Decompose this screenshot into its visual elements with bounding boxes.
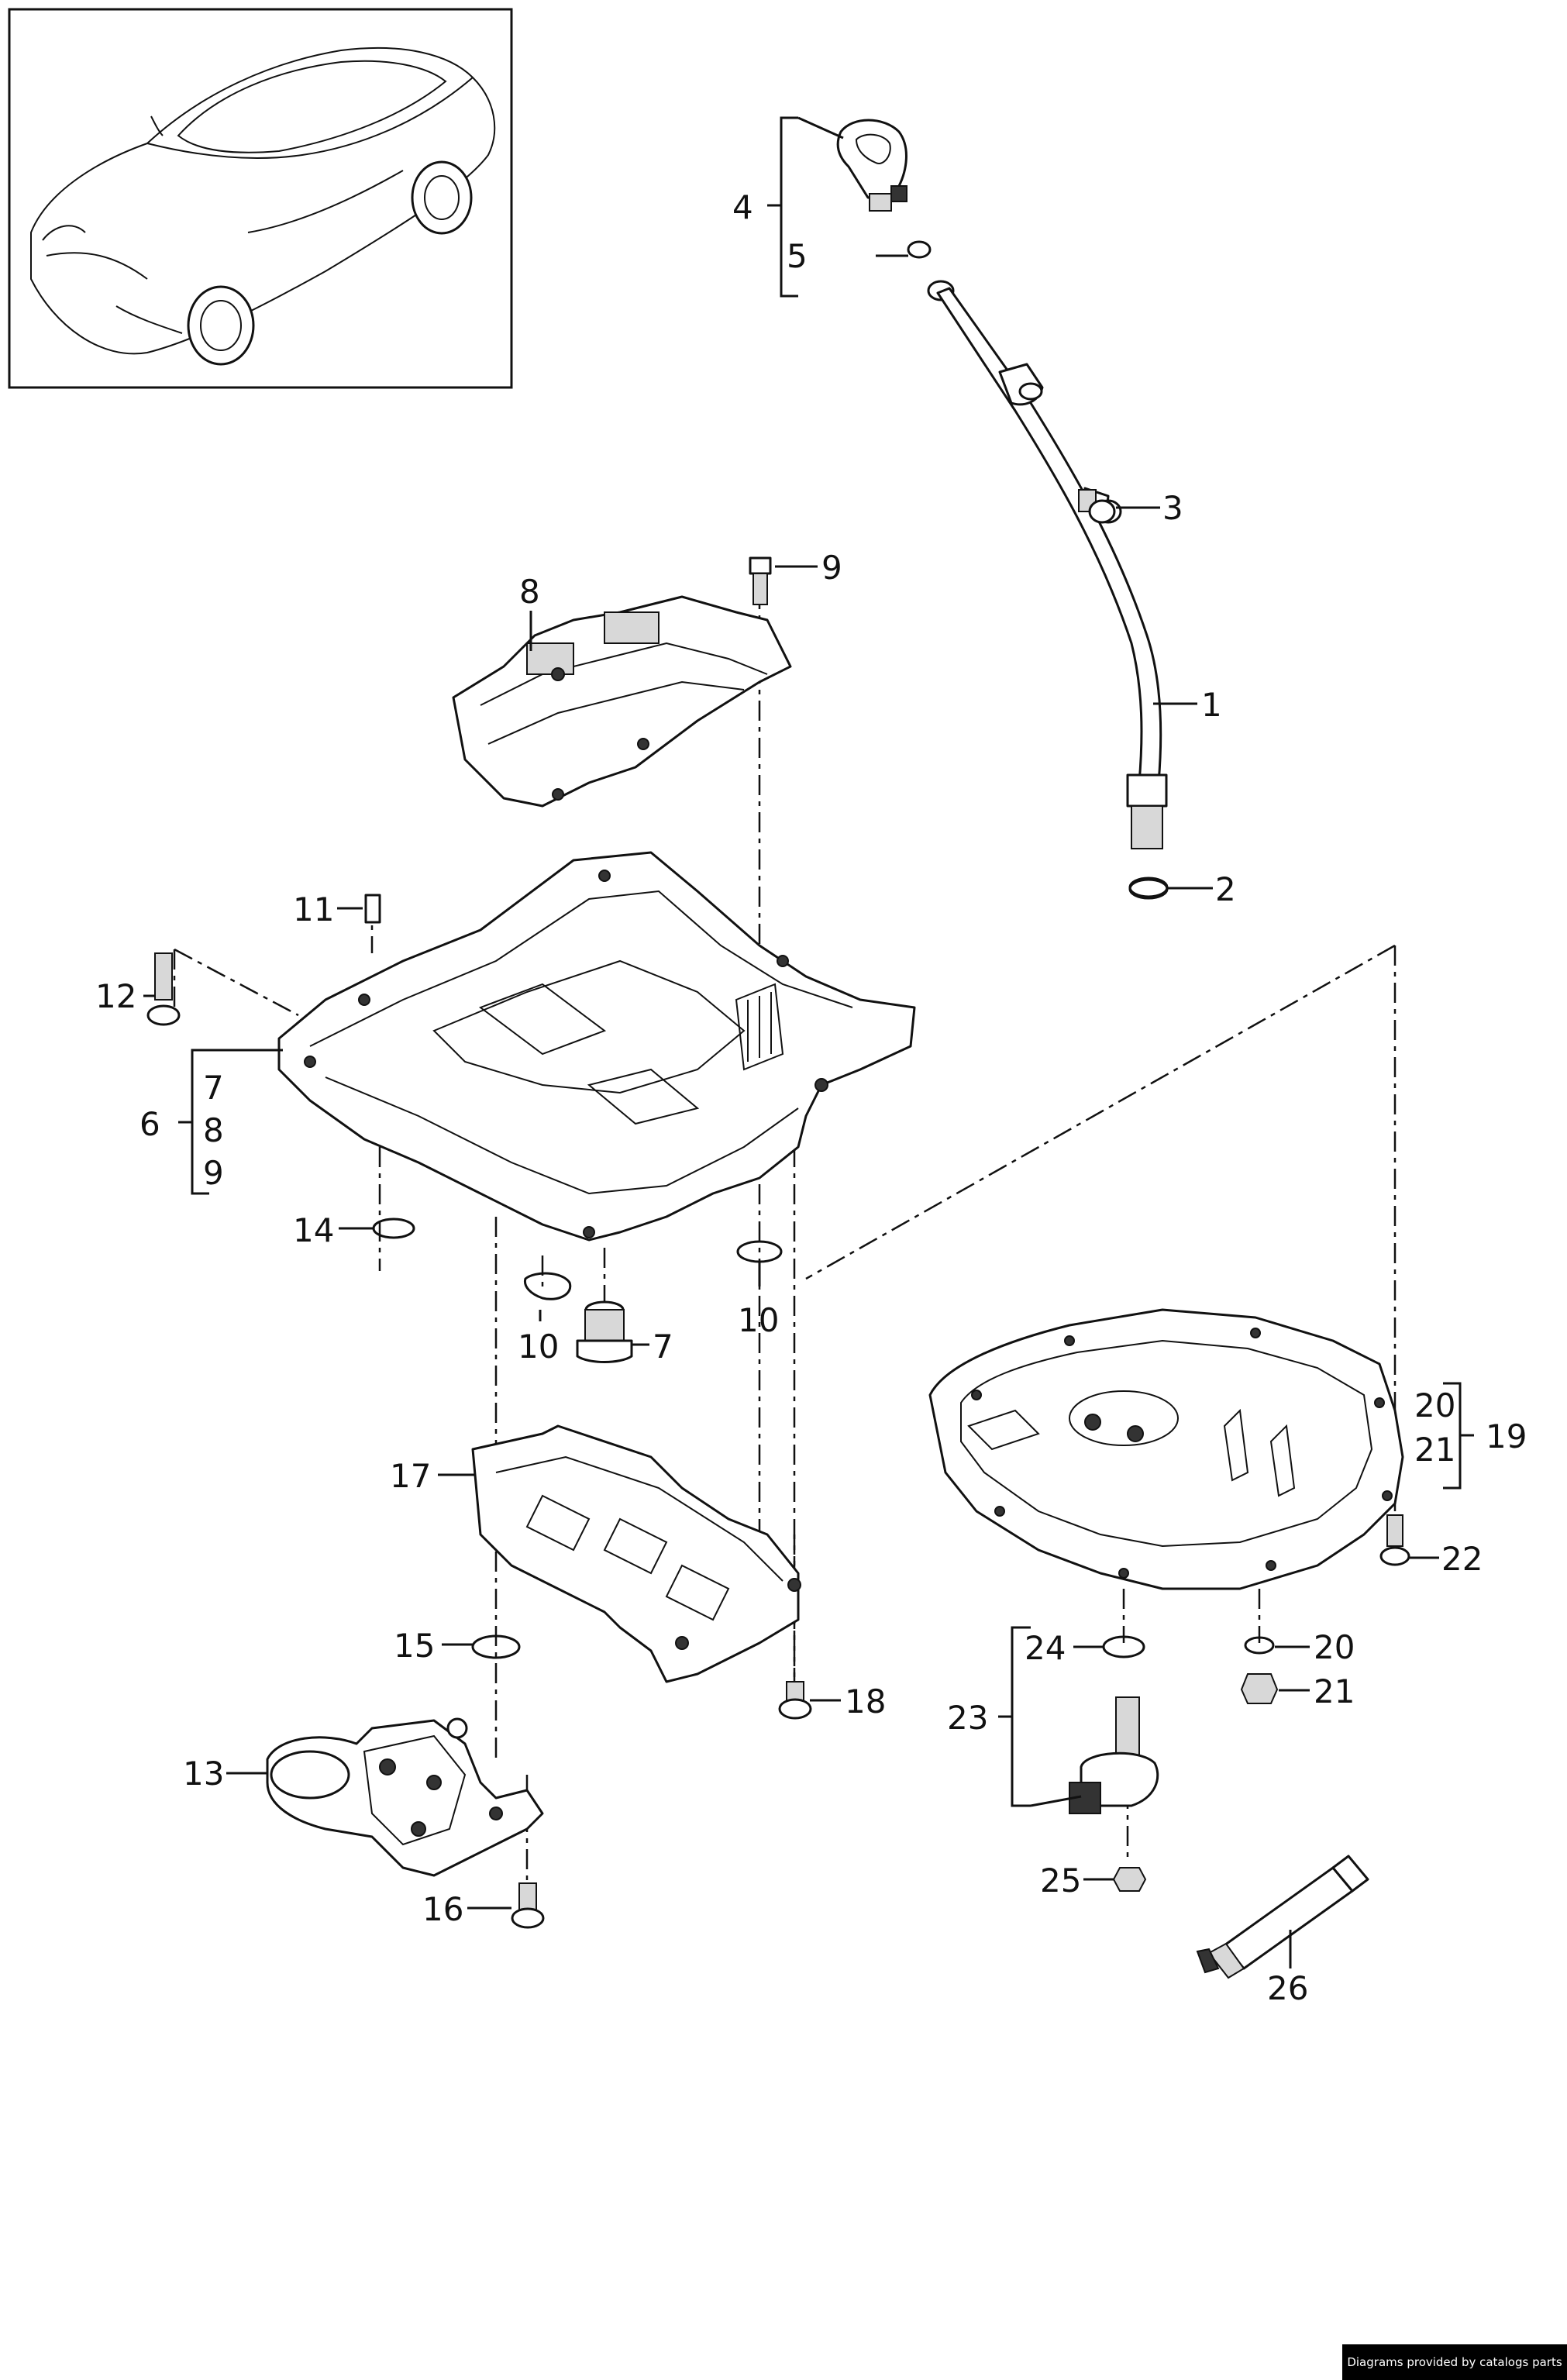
callout-24: 24 — [1025, 1629, 1066, 1667]
callout-6: 6 — [139, 1105, 160, 1143]
small-parts — [146, 489, 1410, 1979]
callout-10-left: 10 — [518, 1328, 559, 1366]
bolt-22 — [1386, 1514, 1403, 1547]
callout-17: 17 — [390, 1457, 431, 1495]
callout-2: 2 — [1215, 870, 1236, 908]
nut-21 — [1240, 1673, 1279, 1704]
callout-11: 11 — [293, 890, 334, 928]
leader-lines — [143, 254, 1439, 1968]
callout-20: 20 — [1314, 1628, 1355, 1666]
o-ring-15 — [471, 1634, 521, 1659]
callout-15: 15 — [394, 1627, 435, 1665]
callout-labels: 1 2 3 4 5 6 7 8 9 7 8 9 10 10 11 12 13 1… — [95, 188, 1527, 2007]
callout-1: 1 — [1201, 686, 1222, 724]
footer-credit: Diagrams provided by catalogs parts — [1342, 2344, 1567, 2380]
callout-13: 13 — [183, 1755, 224, 1793]
callout-19-sub-21: 21 — [1414, 1431, 1455, 1469]
callout-7: 7 — [653, 1328, 673, 1366]
oil-pump — [266, 1717, 544, 1877]
vehicle-thumbnail — [8, 8, 513, 389]
washer-20 — [1244, 1636, 1275, 1655]
brackets — [178, 116, 1474, 1807]
callout-16: 16 — [422, 1890, 463, 1928]
sealant-tube-26 — [1196, 1855, 1369, 1979]
upper-oil-pan — [277, 851, 916, 1242]
oil-filter-7 — [576, 1300, 633, 1363]
callout-18: 18 — [845, 1683, 886, 1720]
callout-5: 5 — [787, 237, 808, 275]
nut-25 — [1112, 1867, 1147, 1892]
callout-6-sub-8: 8 — [203, 1111, 224, 1149]
callout-26: 26 — [1267, 1969, 1308, 2007]
alignment-lines — [173, 589, 1397, 1891]
lower-oil-pan — [928, 1308, 1404, 1590]
callout-6-sub-9: 9 — [203, 1154, 224, 1192]
callout-9: 9 — [821, 549, 842, 587]
callout-12: 12 — [95, 977, 136, 1015]
callout-10-right: 10 — [738, 1301, 779, 1339]
seal-10-left — [523, 1272, 572, 1300]
callout-3: 3 — [1162, 489, 1183, 527]
callout-8: 8 — [519, 573, 540, 611]
callout-21: 21 — [1314, 1672, 1355, 1710]
windage-tray — [471, 1424, 801, 1683]
baffle-plate — [452, 595, 792, 808]
callout-23: 23 — [947, 1699, 988, 1737]
callout-19: 19 — [1486, 1417, 1527, 1455]
car-illustration — [30, 46, 496, 366]
bolt-9 — [749, 556, 772, 575]
callout-22: 22 — [1441, 1540, 1483, 1578]
callout-25: 25 — [1040, 1862, 1081, 1900]
callout-14: 14 — [293, 1211, 334, 1249]
oil-sensor-23 — [1069, 1696, 1159, 1814]
dowel-11 — [364, 894, 381, 924]
callout-6-sub-7: 7 — [203, 1069, 224, 1107]
bolt-12 — [154, 952, 173, 1001]
callout-19-sub-20: 20 — [1414, 1386, 1455, 1424]
callout-4: 4 — [732, 188, 753, 226]
